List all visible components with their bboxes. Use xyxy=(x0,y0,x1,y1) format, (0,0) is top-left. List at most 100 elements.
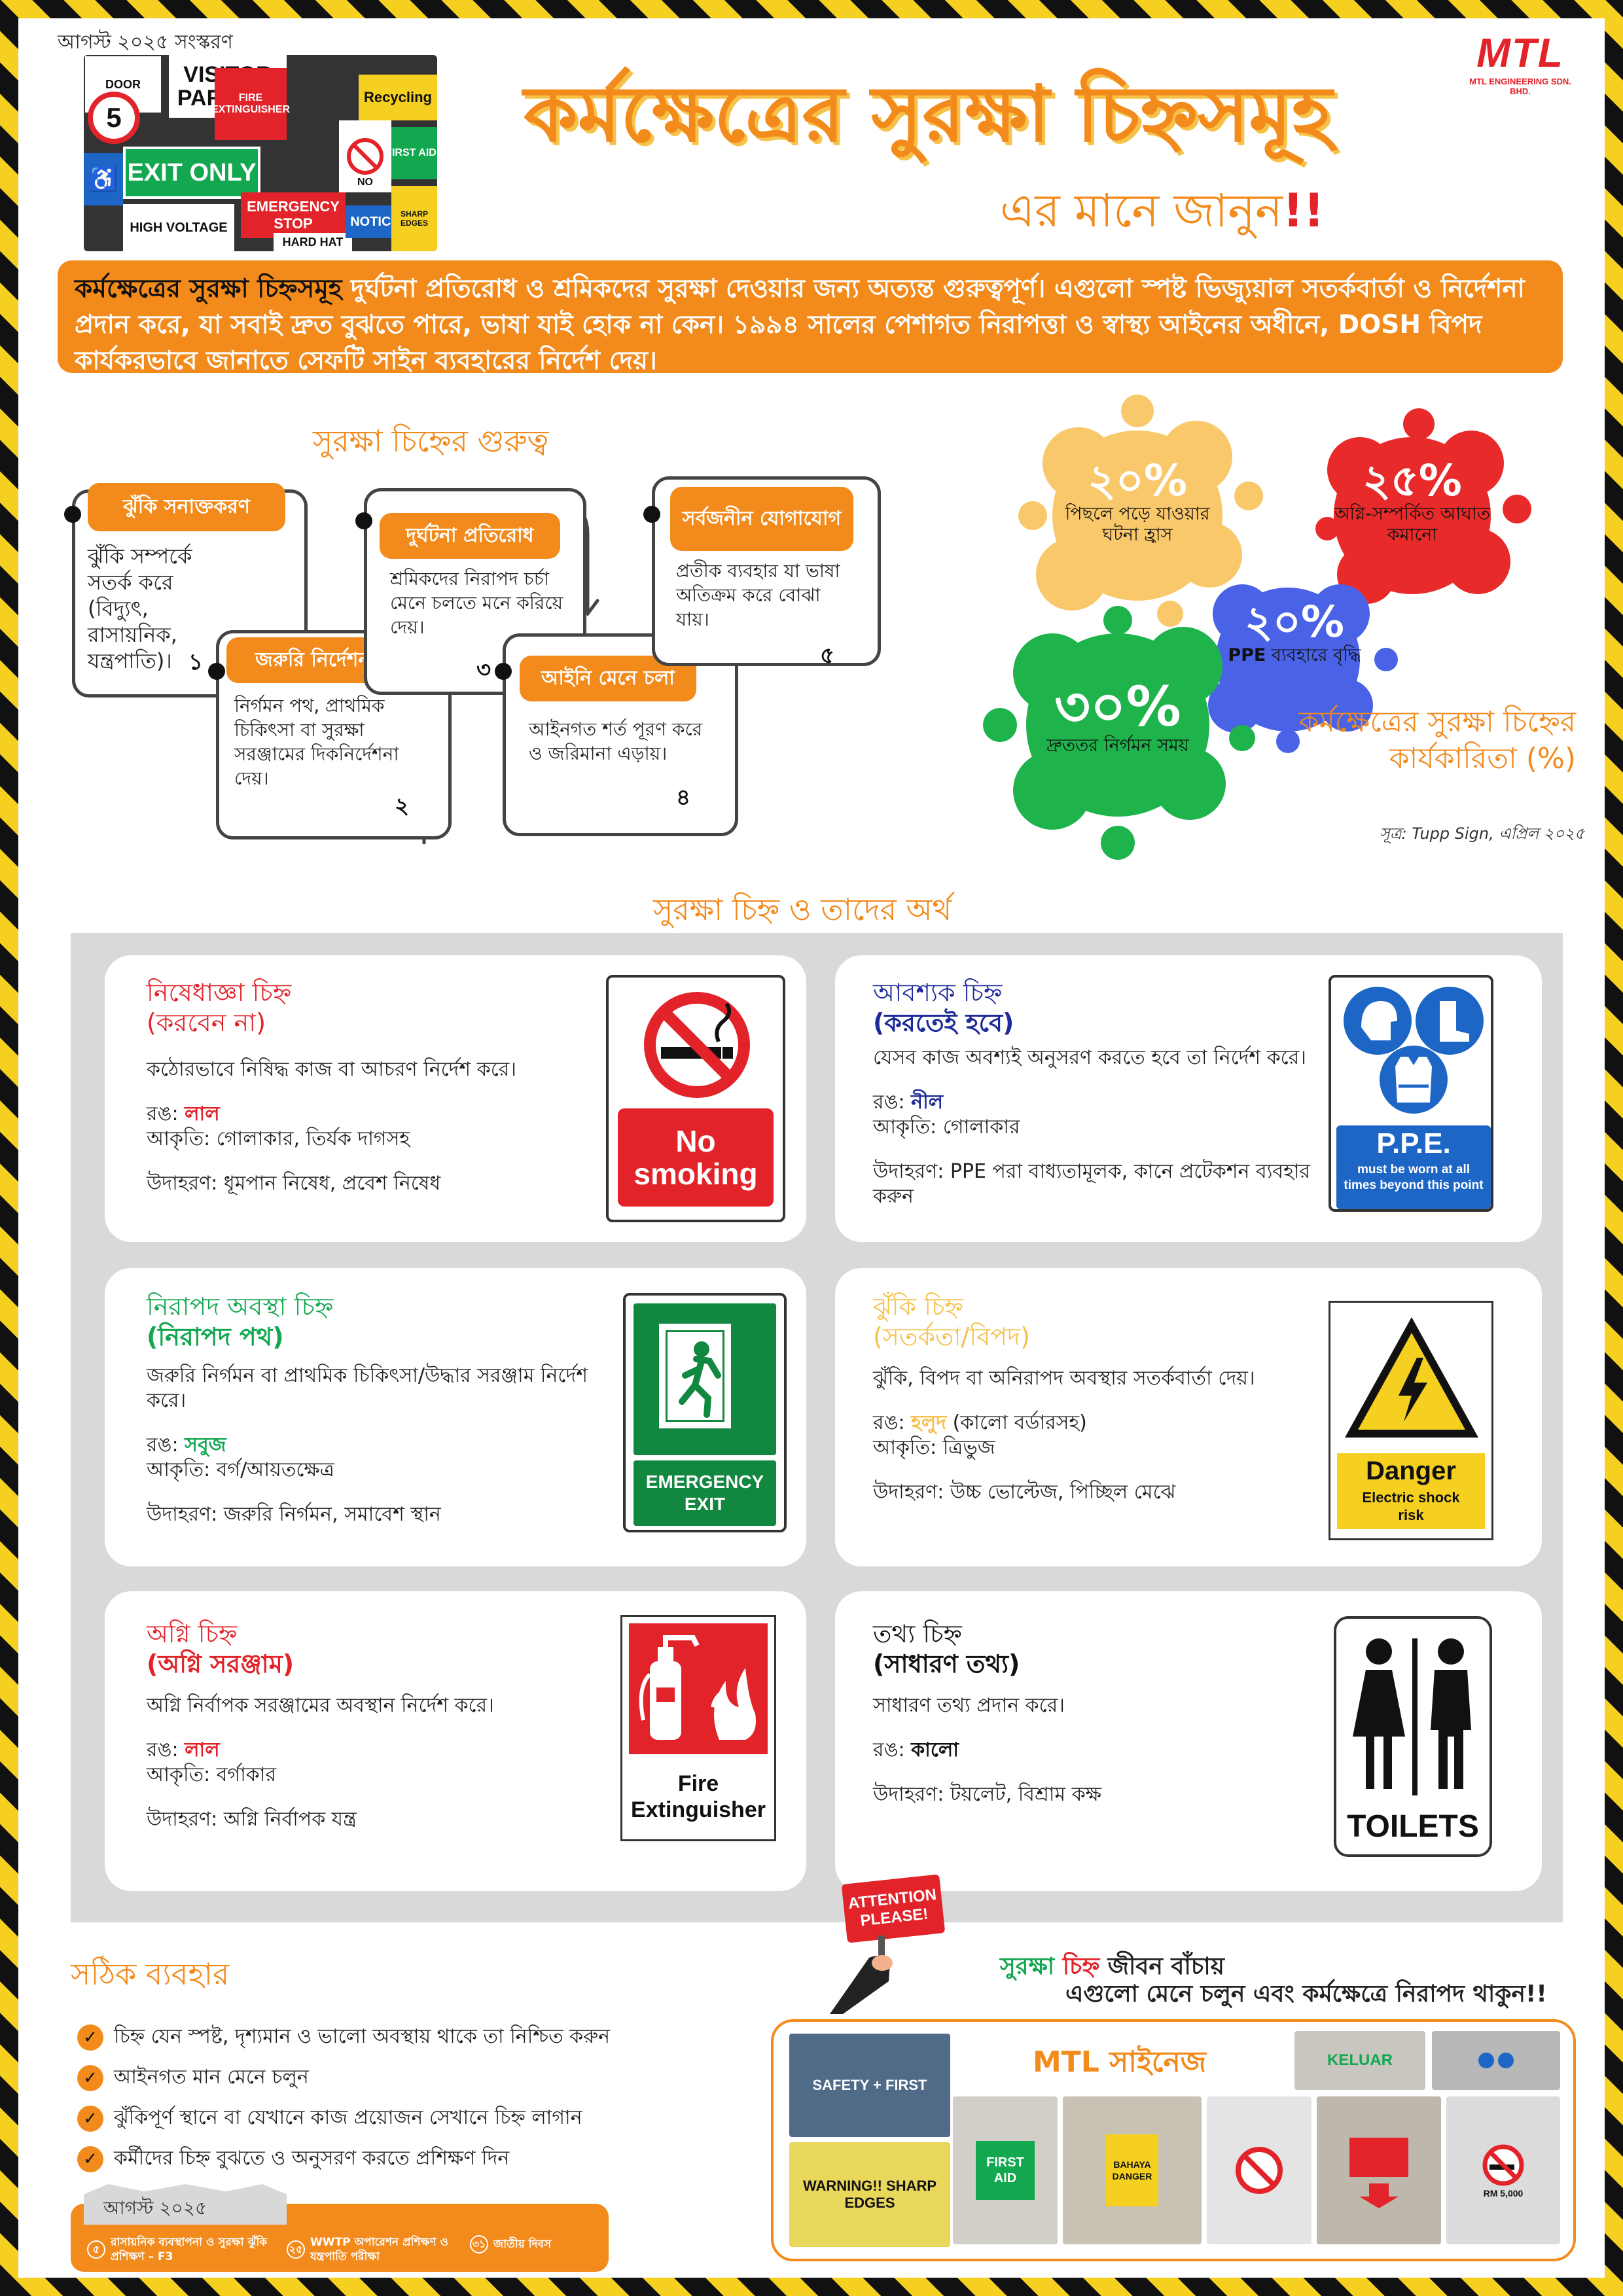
events-tag-text: আগস্ট ২০২৫ xyxy=(103,2197,207,2219)
card-safe-shape: আকৃতি: বর্গ/আয়তক্ষেত্র xyxy=(147,1458,334,1481)
card-prohibition-body: কঠোরভাবে নিষিদ্ধ কাজ বা আচরণ নির্দেশ করে… xyxy=(147,1057,592,1196)
photo-safety-first: SAFETY + FIRST xyxy=(789,2034,950,2137)
event-2-date: ২৫ xyxy=(287,2240,305,2259)
splat-green xyxy=(983,606,1255,860)
card-fire-title1: অগ্নি চিহ্ন xyxy=(147,1619,238,1648)
exit-text: EMERGENCY EXIT xyxy=(633,1460,776,1526)
collage-sharp: SHARP EDGES xyxy=(391,186,437,251)
photo-danger: BAHAYA DANGER xyxy=(1063,2096,1202,2244)
photo-warning: WARNING!! SHARP EDGES xyxy=(789,2142,950,2247)
card-hazard-body: ঝুঁকি, বিপদ বা অনিরাপদ অবস্থার সতর্কবার্… xyxy=(873,1366,1331,1505)
ppe-subtitle: must be worn at all times beyond this po… xyxy=(1344,1163,1484,1192)
mandatory-icons xyxy=(1478,2053,1514,2068)
collage-voltage: HIGH VOLTAGE xyxy=(123,204,234,251)
fire-red-panel xyxy=(629,1623,768,1754)
card-hazard-color: রঙ: হলুদ (কালো বর্ডারসহ) xyxy=(873,1411,1331,1436)
intro-banner: কর্মক্ষেত্রের সুরক্ষা চিহ্নসমূহ দুর্ঘটনা… xyxy=(58,260,1563,373)
ppe-icons xyxy=(1344,987,1484,1114)
card-prohibition-shape: আকৃতি: গোলাকার, তির্যক দাগসহ xyxy=(147,1127,410,1150)
card-fire-title: অগ্নি চিহ্ন (অগ্নি সরঞ্জাম) xyxy=(147,1619,294,1679)
card-prohibition-title2: (করবেন না) xyxy=(147,1008,266,1037)
exit-green-panel xyxy=(633,1303,776,1455)
event-2-text: WWTP অপারেশন প্রশিক্ষণ ও যন্ত্রপাতি পরীক… xyxy=(310,2236,449,2263)
step-4-dot xyxy=(495,663,512,680)
stat-ppe-rest: ব্যবহারে বৃদ্ধি xyxy=(1266,645,1361,665)
showcase-title: MTL সাইনেজ xyxy=(1033,2045,1207,2079)
collage-emergency: EMERGENCY STOP xyxy=(241,192,346,238)
step-5-text: প্রতীক ব্যবহার যা ভাষা অতিক্রম করে বোঝা … xyxy=(676,560,840,630)
card-prohibition-title: নিষেধাজ্ঞা চিহ্ন (করবেন না) xyxy=(147,978,291,1038)
collage-first-aid: FIRST AID xyxy=(385,127,437,179)
step-1-title: ঝুঁকি সনাক্তকরণ xyxy=(88,483,285,531)
card-mandatory-color: রঙ: নীল xyxy=(873,1090,1331,1115)
step-3-title: দুর্ঘটনা প্রতিরোধ xyxy=(380,513,560,559)
splat-yellow xyxy=(1018,395,1263,627)
running-man-icon xyxy=(659,1324,731,1428)
card-info-title: তথ্য চিহ্ন (সাধারণ তথ্য) xyxy=(873,1619,1020,1679)
toilets-sign: TOILETS xyxy=(1334,1616,1492,1857)
no-smoking-icon xyxy=(1482,2144,1524,2186)
stat-exit-value: ৩০% xyxy=(1054,675,1181,739)
slogan-rest: জীবন বাঁচায় xyxy=(1099,1953,1224,1980)
edition-label: আগস্ট ২০২৫ সংস্করণ xyxy=(58,31,233,54)
first-aid-label: FIRST AID xyxy=(976,2141,1035,2200)
company-logo: MTL MTL ENGINEERING SDN. BHD. xyxy=(1458,30,1582,96)
card-hazard-title2: (সতর্কতা/বিপদ) xyxy=(873,1322,1030,1351)
attention-please-sign: ATTENTION PLEASE! xyxy=(841,1874,946,1943)
step-4-number: ৪ xyxy=(676,785,691,811)
color-label: রঙ: xyxy=(873,1091,912,1114)
card-mandatory-shape: আকৃতি: গোলাকার xyxy=(873,1116,1020,1139)
card-safe-title2: (নিরাপদ পথ) xyxy=(147,1322,284,1351)
usage-item-text: কর্মীদের চিহ্ন বুঝতে ও অনুসরণ করতে প্রশি… xyxy=(114,2147,510,2170)
toilets-text: TOILETS xyxy=(1347,1809,1479,1844)
slogan-line-2: এগুলো মেনে চলুন এবং কর্মক্ষেত্রে নিরাপদ … xyxy=(1065,1981,1547,2007)
stat-fire-label: অগ্নি-সম্পর্কিত আঘাত কমানো xyxy=(1334,504,1490,545)
photo-keluar: KELUAR xyxy=(1294,2031,1425,2090)
color-label: রঙ: xyxy=(147,1739,185,1761)
photo-wall-sign xyxy=(1432,2031,1560,2090)
card-fire-shape: আকৃতি: বর্গাকার xyxy=(147,1763,276,1786)
photo-no-smoking-fine: RM 5,000 xyxy=(1446,2096,1560,2244)
color-name: লাল xyxy=(185,1739,220,1761)
usage-item-3: ✓ঝুঁকিপূর্ণ স্থানে বা যেখানে কাজ প্রয়োজ… xyxy=(77,2102,582,2135)
color-name: কালো xyxy=(911,1739,959,1761)
intro-lead: কর্মক্ষেত্রের সুরক্ষা চিহ্নসমূহ xyxy=(75,274,342,304)
splat-blue xyxy=(1208,584,1398,753)
no-smoking-icon xyxy=(347,138,383,175)
hand-holding-sign-icon xyxy=(830,1935,893,2014)
step-5-number: ৫ xyxy=(820,643,835,669)
fine-amount: RM 5,000 xyxy=(1483,2188,1524,2199)
collage-no-smoking: NO xyxy=(339,120,391,192)
step-4-text: আইনগত শর্ত পূরণ করে ও জরিমানা এড়ায়। xyxy=(529,718,703,764)
card-hazard-title: ঝুঁকি চিহ্ন (সতর্কতা/বিপদ) xyxy=(873,1292,1030,1352)
event-1-date: ৫ xyxy=(87,2240,105,2259)
effectiveness-title: কর্মক্ষেত্রের সুরক্ষা চিহ্নের কার্যকারিত… xyxy=(1298,705,1576,775)
color-label: রঙ: xyxy=(147,1434,185,1457)
danger-title: Danger xyxy=(1366,1457,1456,1485)
usage-item-2: ✓আইনগত মান মেনে চলুন xyxy=(77,2061,309,2094)
intro-text: দুর্ঘটনা প্রতিরোধ ও শ্রমিকদের সুরক্ষা দে… xyxy=(75,274,1525,373)
collage-no-text: NO xyxy=(357,177,373,188)
card-mandatory-desc: যেসব কাজ অবশ্যই অনুসরণ করতে হবে তা নির্দ… xyxy=(873,1046,1306,1069)
usage-title: সঠিক ব্যবহার xyxy=(71,1956,230,1992)
usage-item-4: ✓কর্মীদের চিহ্ন বুঝতে ও অনুসরণ করতে প্রশ… xyxy=(77,2142,509,2176)
subtitle-exclaim: !! xyxy=(1282,184,1325,238)
card-info-title1: তথ্য চিহ্ন xyxy=(873,1619,962,1648)
usage-item-text: ঝুঁকিপূর্ণ স্থানে বা যেখানে কাজ প্রয়োজন… xyxy=(114,2106,582,2129)
card-fire-title2: (অগ্নি সরঞ্জাম) xyxy=(147,1650,294,1678)
stat-exit: ৩০% দ্রুততর নির্গমন সময় xyxy=(1033,678,1203,756)
card-fire-example: উদাহরণ: অগ্নি নির্বাপক যন্ত্র xyxy=(147,1808,357,1831)
fire-extinguisher-icon xyxy=(639,1635,756,1740)
card-safe-title: নিরাপদ অবস্থা চিহ্ন (নিরাপদ পথ) xyxy=(147,1292,333,1352)
collage-fire: FIRE EXTINGUISHER xyxy=(211,68,290,140)
card-mandatory-title2: (করতেই হবে) xyxy=(873,1008,1014,1037)
collage-exit: EXIT ONLY xyxy=(123,147,260,199)
step-3-dot xyxy=(355,512,372,529)
card-prohibition-example: উদাহরণ: ধূমপান নিষেধ, প্রবেশ নিষেধ xyxy=(147,1172,441,1195)
no-smoking-icon xyxy=(644,992,750,1098)
stat-ppe-value: ২০% xyxy=(1245,597,1344,647)
card-info-title2: (সাধারণ তথ্য) xyxy=(873,1650,1020,1678)
card-mandatory-title: আবশ্যক চিহ্ন (করতেই হবে) xyxy=(873,978,1014,1038)
wheelchair-icon: ♿ xyxy=(84,153,123,205)
